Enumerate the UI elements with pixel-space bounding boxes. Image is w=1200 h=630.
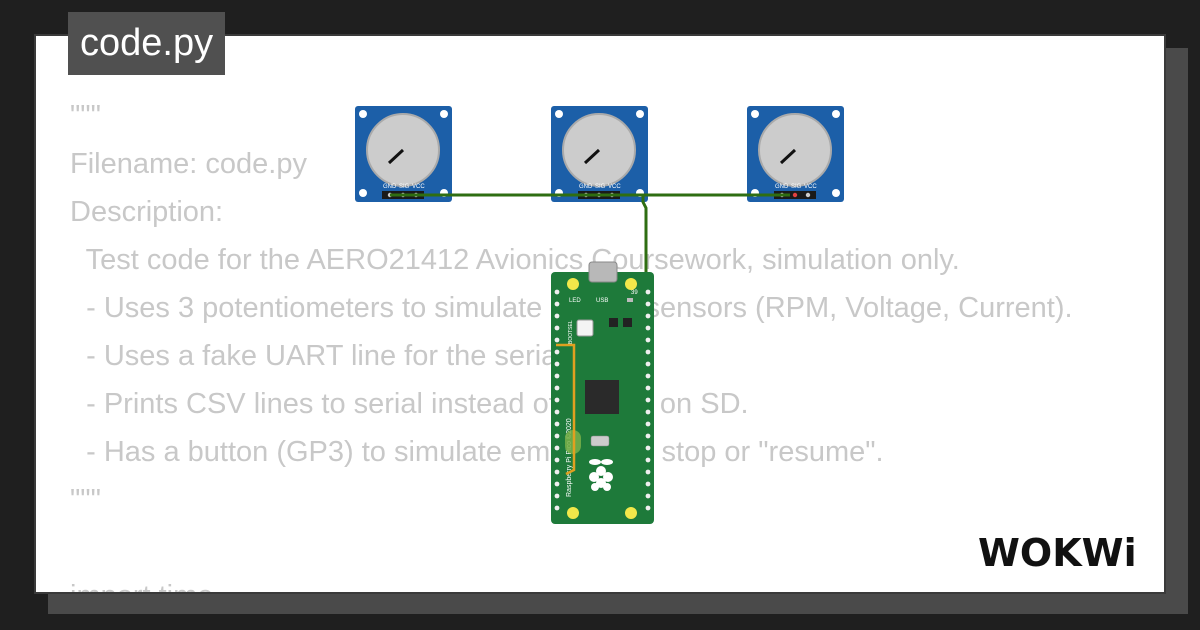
board-label: Raspberry Pi Pico ©2020 (565, 418, 573, 497)
code-line: Description: (70, 196, 224, 228)
pin-label-sig: SIG (595, 184, 606, 190)
code-line: """ (70, 484, 101, 516)
pin-label-vcc: VCC (412, 184, 425, 190)
pin-label-vcc: VCC (608, 184, 621, 190)
pin-label-vcc: VCC (804, 184, 817, 190)
pin-label-gnd: GND (775, 184, 789, 190)
code-line: import time (70, 572, 1130, 592)
usb-connector (588, 261, 618, 283)
wokwi-logo: WOKWi (978, 531, 1137, 575)
raspberry-logo (589, 459, 613, 491)
potentiometer-1[interactable]: GND SIG VCC (355, 106, 452, 202)
code-line: Filename: code.py (70, 148, 307, 180)
code-line: - Uses 3 potentiometers to simulate anal… (86, 292, 1073, 324)
signal-wire[interactable] (556, 343, 576, 476)
led-label: LED (569, 298, 581, 304)
pin-number-label: 39 (631, 290, 638, 296)
pin-label-sig: SIG (399, 184, 410, 190)
usb-label: USB (596, 298, 608, 304)
pin-label-gnd: GND (383, 184, 397, 190)
code-line: """ (70, 100, 101, 132)
potentiometer-3[interactable]: GND SIG VCC (747, 106, 844, 202)
code-line: - Has a button (GP3) to simulate emergen… (70, 436, 884, 468)
file-title-tab: code.py (68, 12, 226, 75)
bootsel-button (576, 319, 594, 337)
potentiometer-2[interactable]: GND SIG VCC (551, 106, 648, 202)
raspberry-pi-pico[interactable]: USB LED 39 (551, 261, 654, 524)
code-line: Test code for the AERO21412 Avionics Cou… (70, 244, 960, 276)
pin-label-sig: SIG (791, 184, 802, 190)
bootsel-label: BOOTSEL (568, 320, 574, 344)
pin-label-gnd: GND (579, 184, 593, 190)
logo-text: WOKWi (978, 531, 1137, 575)
rp2040-chip (585, 380, 619, 414)
